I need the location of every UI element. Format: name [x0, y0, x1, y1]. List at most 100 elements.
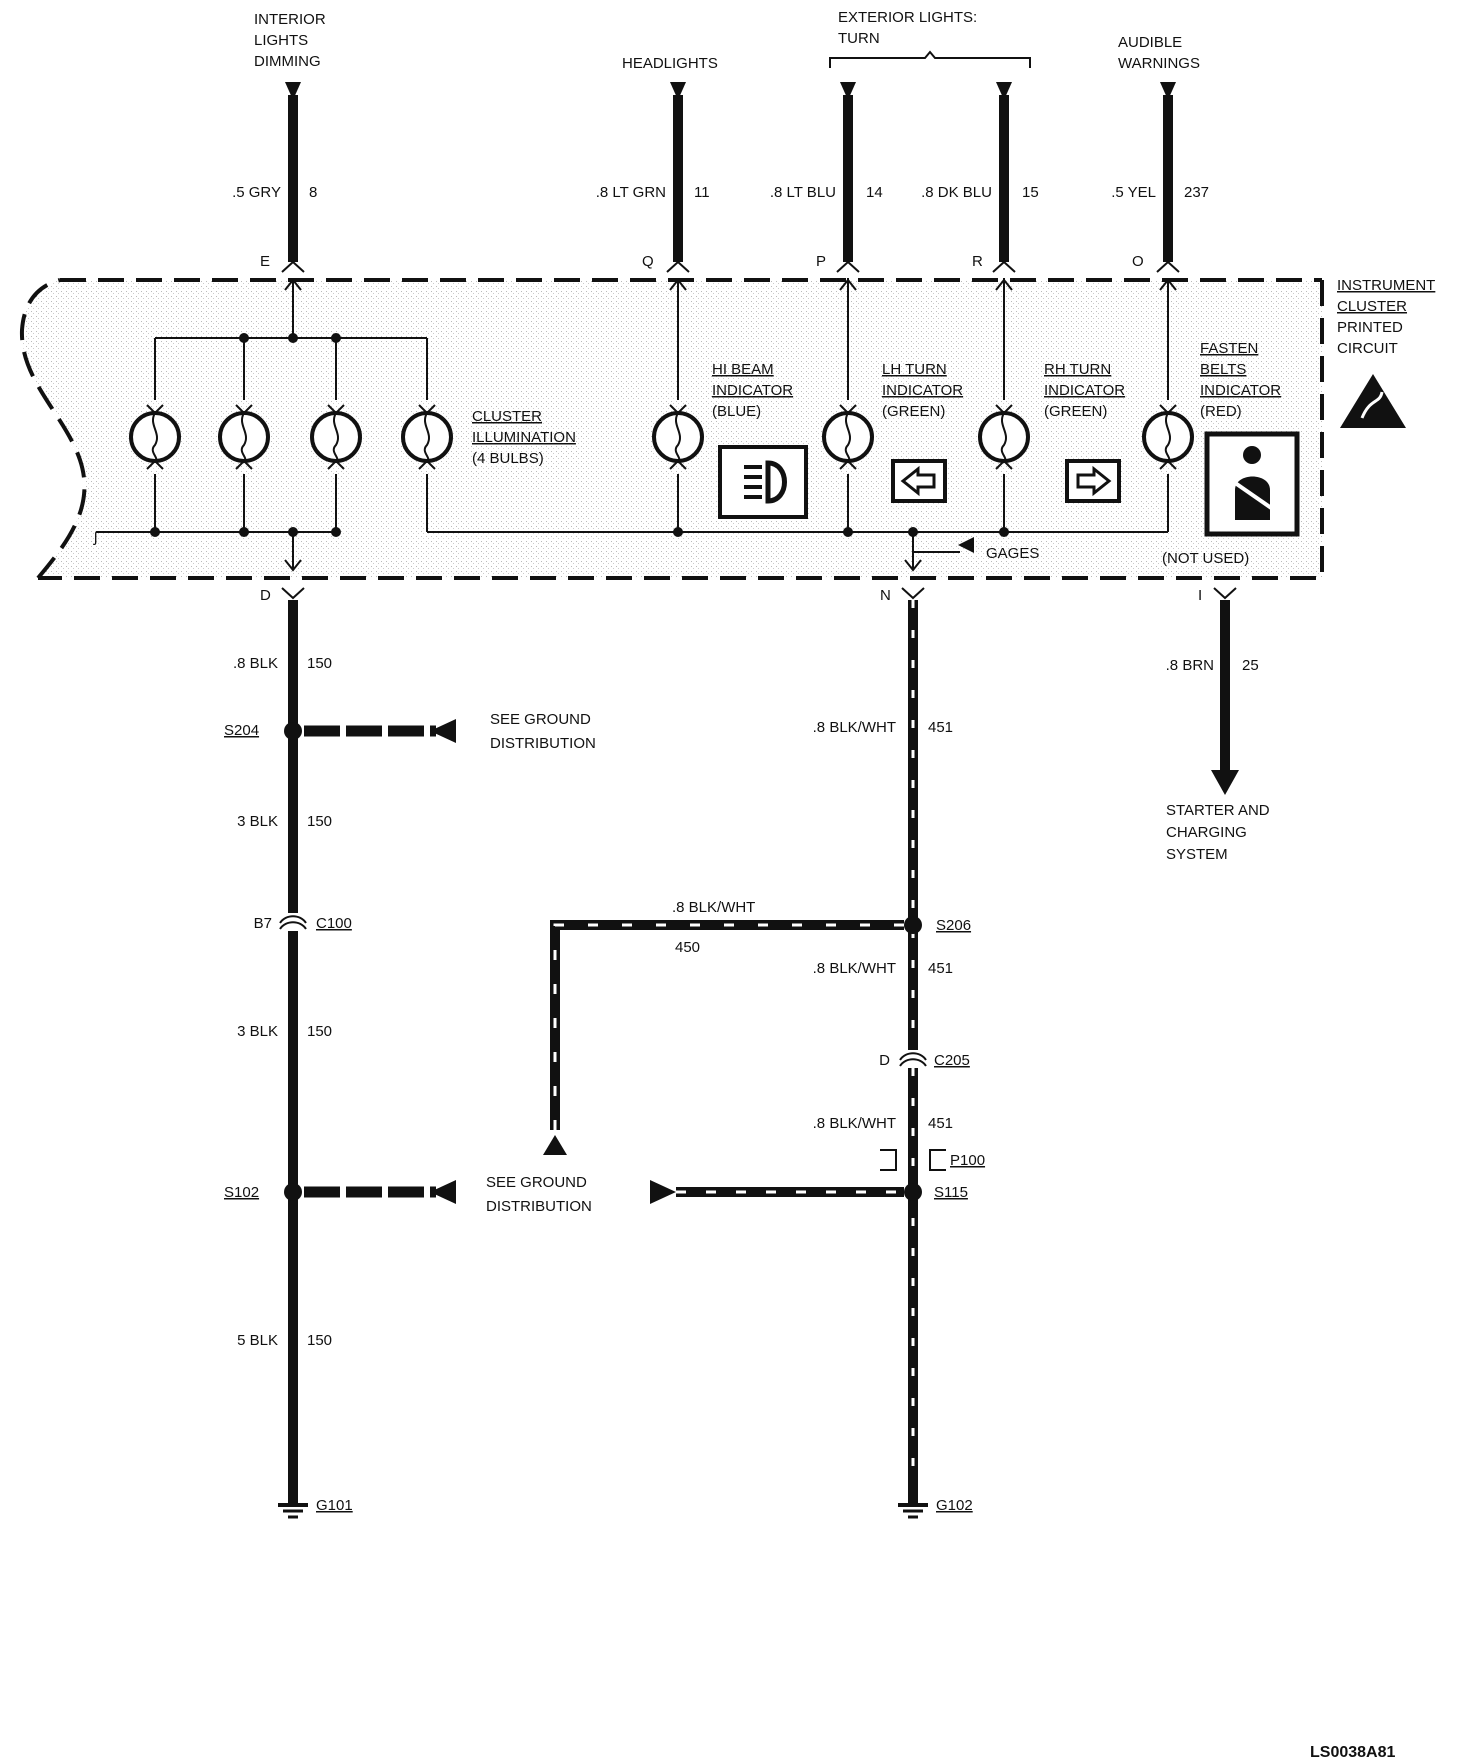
svg-text:14: 14	[866, 184, 883, 201]
svg-text:DISTRIBUTION: DISTRIBUTION	[490, 735, 596, 752]
bulb-icon	[652, 404, 704, 470]
exterior-brace	[829, 50, 1031, 68]
svg-text:.8 DK BLU: .8 DK BLU	[921, 184, 992, 201]
svg-text:D: D	[879, 1052, 890, 1069]
bulb-icon	[218, 404, 270, 470]
svg-text:150: 150	[307, 813, 332, 830]
not-used-label: (NOT USED)	[1162, 550, 1249, 567]
svg-text:DISTRIBUTION: DISTRIBUTION	[486, 1198, 592, 1215]
svg-text:11: 11	[694, 184, 710, 201]
gages-label: GAGES	[986, 545, 1039, 562]
ground-g102: G102	[936, 1497, 973, 1514]
bulb-icon	[822, 404, 874, 470]
svg-text:CHARGING: CHARGING	[1166, 824, 1247, 841]
bulb-icon	[129, 404, 181, 470]
pin-n: N	[880, 587, 891, 604]
bottom-connectors	[281, 587, 1237, 600]
lh-turn-label: LH TURN INDICATOR (GREEN)	[882, 361, 963, 420]
splice-s115: S115	[934, 1184, 968, 1201]
label-audible-warnings: AUDIBLE WARNINGS	[1118, 34, 1200, 72]
ground-g101: G101	[316, 1497, 353, 1514]
svg-text:.8 BLK/WHT: .8 BLK/WHT	[672, 899, 755, 916]
svg-text:RH TURN: RH TURN	[1044, 361, 1111, 378]
svg-text:FASTEN: FASTEN	[1200, 340, 1258, 357]
svg-text:(4 BULBS): (4 BULBS)	[472, 450, 544, 467]
svg-text:SYSTEM: SYSTEM	[1166, 846, 1228, 863]
svg-text:INDICATOR: INDICATOR	[712, 382, 793, 399]
left-branch-labels: .8 BLK 150 S204 SEE GROUND DISTRIBUTION …	[224, 655, 596, 1514]
label-headlights: HEADLIGHTS	[622, 55, 718, 72]
splice-s102: S102	[224, 1184, 259, 1201]
connector-p100: P100	[950, 1152, 985, 1169]
break-mark: ʃ	[93, 529, 99, 546]
svg-text:.8 BLK: .8 BLK	[233, 655, 278, 672]
svg-text:.8 BLK/WHT: .8 BLK/WHT	[813, 719, 896, 736]
svg-text:INTERIOR: INTERIOR	[254, 11, 326, 28]
esd-warning-icon	[1340, 374, 1406, 428]
svg-text:25: 25	[1242, 657, 1259, 674]
svg-text:.5 YEL: .5 YEL	[1111, 184, 1156, 201]
splice-s204: S204	[224, 722, 259, 739]
svg-text:15: 15	[1022, 184, 1039, 201]
hi-beam-symbol-icon	[718, 445, 808, 519]
svg-text:.8 BLK/WHT: .8 BLK/WHT	[813, 1115, 896, 1132]
svg-text:BELTS: BELTS	[1200, 361, 1246, 378]
svg-text:B7: B7	[254, 915, 272, 932]
junction-dots	[150, 333, 1009, 537]
svg-text:AUDIBLE: AUDIBLE	[1118, 34, 1182, 51]
svg-text:.8 LT GRN: .8 LT GRN	[596, 184, 666, 201]
svg-text:150: 150	[307, 1023, 332, 1040]
svg-text:3 BLK: 3 BLK	[237, 1023, 278, 1040]
svg-text:EXTERIOR LIGHTS:: EXTERIOR LIGHTS:	[838, 9, 977, 26]
svg-text:.5 GRY: .5 GRY	[232, 184, 281, 201]
cluster-illumination-label: CLUSTER ILLUMINATION (4 BULBS)	[472, 408, 576, 467]
bulb-icon	[978, 404, 1030, 470]
svg-text:INDICATOR: INDICATOR	[1044, 382, 1125, 399]
fasten-belts-label: FASTEN BELTS INDICATOR (RED)	[1200, 340, 1281, 420]
svg-text:150: 150	[307, 1332, 332, 1349]
bulb-icon	[1142, 404, 1194, 470]
right-branch-wire	[1211, 600, 1239, 795]
pin-i: I	[1198, 587, 1202, 604]
svg-text:O: O	[1132, 253, 1144, 270]
figure-id: LS0038A81	[1310, 1744, 1395, 1761]
svg-text:450: 450	[675, 939, 700, 956]
svg-text:P: P	[816, 253, 826, 270]
seat-belt-icon	[1204, 431, 1300, 537]
svg-text:SEE GROUND: SEE GROUND	[486, 1174, 587, 1191]
svg-text:Q: Q	[642, 253, 654, 270]
svg-text:451: 451	[928, 1115, 953, 1132]
hi-beam-label: HI BEAM INDICATOR (BLUE)	[712, 361, 793, 420]
svg-text:CLUSTER: CLUSTER	[472, 408, 542, 425]
svg-text:(RED): (RED)	[1200, 403, 1242, 420]
wire-label-o: .5 YEL 237 O	[1111, 184, 1209, 270]
svg-text:CIRCUIT: CIRCUIT	[1337, 340, 1398, 357]
svg-text:PRINTED: PRINTED	[1337, 319, 1403, 336]
label-interior-lights: INTERIOR LIGHTS DIMMING	[254, 11, 326, 70]
instrument-cluster-title: INSTRUMENT CLUSTER PRINTED CIRCUIT	[1337, 277, 1435, 357]
middle-branch-wire	[543, 600, 946, 1474]
pin-d: D	[260, 587, 271, 604]
svg-text:DIMMING: DIMMING	[254, 53, 321, 70]
svg-text:(BLUE): (BLUE)	[712, 403, 761, 420]
svg-text:E: E	[260, 253, 270, 270]
ground-icon	[278, 1474, 308, 1519]
wire-label-e: .5 GRY 8 E	[232, 184, 317, 270]
svg-text:237: 237	[1184, 184, 1209, 201]
svg-text:8: 8	[309, 184, 317, 201]
svg-text:CLUSTER: CLUSTER	[1337, 298, 1407, 315]
svg-text:(GREEN): (GREEN)	[882, 403, 945, 420]
svg-text:WARNINGS: WARNINGS	[1118, 55, 1200, 72]
svg-text:HI BEAM: HI BEAM	[712, 361, 774, 378]
svg-text:TURN: TURN	[838, 30, 880, 47]
svg-text:150: 150	[307, 655, 332, 672]
svg-text:STARTER AND: STARTER AND	[1166, 802, 1270, 819]
splice-s206: S206	[936, 917, 971, 934]
svg-text:3 BLK: 3 BLK	[237, 813, 278, 830]
right-branch-labels: .8 BRN 25 STARTER AND CHARGING SYSTEM	[1166, 657, 1270, 863]
connector-c100: C100	[316, 915, 352, 932]
rh-turn-label: RH TURN INDICATOR (GREEN)	[1044, 361, 1125, 420]
bulb-icon	[310, 404, 362, 470]
svg-text:INSTRUMENT: INSTRUMENT	[1337, 277, 1435, 294]
